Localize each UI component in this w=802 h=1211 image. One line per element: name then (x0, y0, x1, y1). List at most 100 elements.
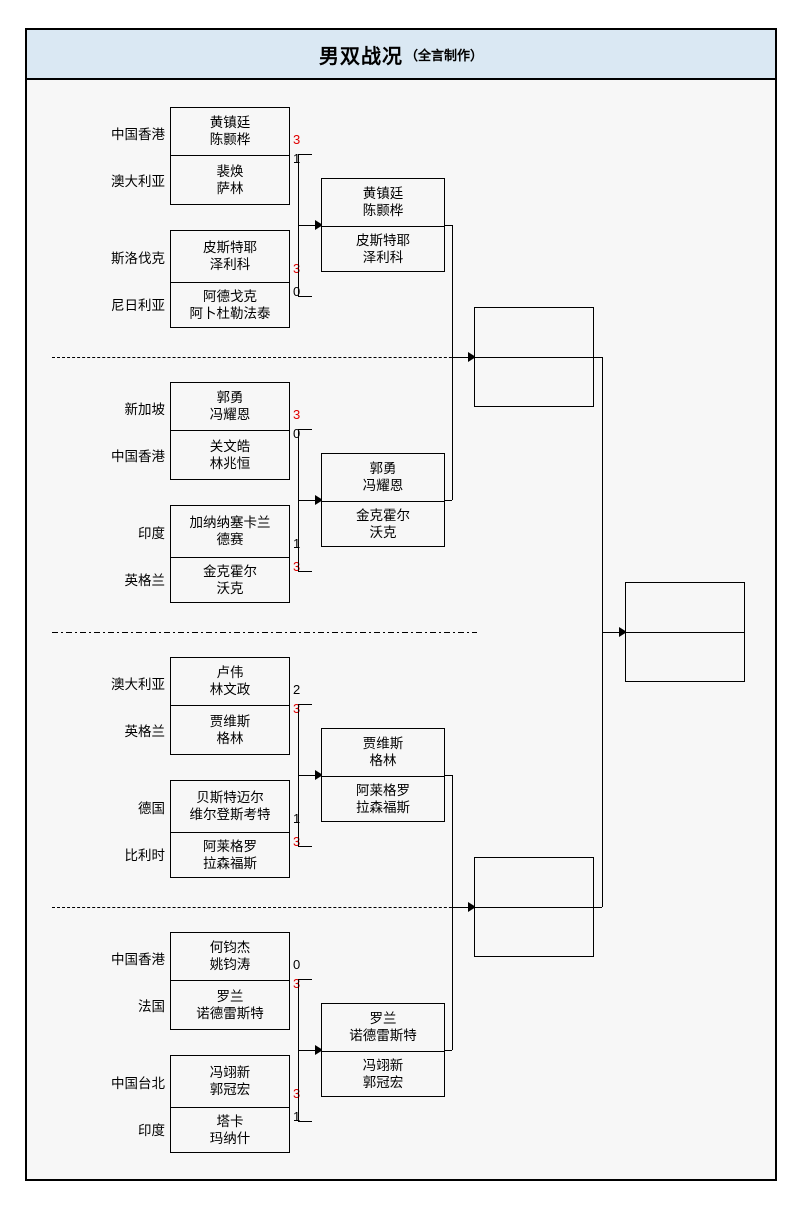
match-box-final[interactable] (625, 582, 745, 682)
country-label: 中国香港 (111, 127, 165, 142)
match-slot-bottom[interactable]: 关文皓 林兆恒 (171, 430, 289, 481)
match-box-r2-2[interactable]: 郭勇 冯耀恩 金克霍尔 沃克 (321, 453, 445, 547)
connector-hline-r1-1a (298, 154, 312, 155)
match-slot-bottom[interactable] (626, 632, 744, 681)
arrow-icon (468, 902, 476, 912)
arrow-icon (468, 352, 476, 362)
match-slot-bottom[interactable] (475, 357, 593, 406)
match-slot-top[interactable]: 卢伟 林文政 (171, 658, 289, 705)
match-slot-top[interactable] (475, 308, 593, 357)
match-box-r3-2[interactable] (474, 857, 594, 957)
match-slot-bottom[interactable]: 阿莱格罗 拉森福斯 (322, 776, 444, 823)
arrow-icon (315, 770, 323, 780)
player-name-1: 关文皓 (209, 439, 251, 455)
separator-half (52, 632, 477, 633)
arrow-icon (315, 1045, 323, 1055)
player-name-2: 拉森福斯 (203, 856, 257, 871)
match-slot-bottom[interactable]: 皮斯特耶 泽利科 (322, 226, 444, 273)
match-slot-bottom[interactable]: 金克霍尔 沃克 (171, 557, 289, 604)
match-slot-top[interactable]: 冯翊新 郭冠宏 (171, 1056, 289, 1107)
match-slot-bottom[interactable]: 金克霍尔 沃克 (322, 501, 444, 548)
player-name-2: 陈颢桦 (362, 202, 404, 218)
match-box-r2-4[interactable]: 罗兰 诺德雷斯特 冯翊新 郭冠宏 (321, 1003, 445, 1097)
match-box-r1-8[interactable]: 冯翊新 郭冠宏 塔卡 玛纳什 (170, 1055, 290, 1153)
player-name-1: 贝斯特迈尔 (196, 789, 264, 805)
player-name-1: 冯翊新 (362, 1058, 404, 1074)
arrow-icon (315, 220, 323, 230)
player-name-2: 郭冠宏 (209, 1081, 251, 1097)
arrow-icon (315, 495, 323, 505)
match-slot-top[interactable] (626, 583, 744, 632)
match-slot-bottom[interactable]: 罗兰 诺德雷斯特 (171, 980, 289, 1031)
match-slot-bottom[interactable]: 阿莱格罗 拉森福斯 (171, 832, 289, 879)
player-name-2: 郭冠宏 (362, 1075, 404, 1090)
match-slot-top[interactable]: 郭勇 冯耀恩 (171, 383, 289, 430)
player-name-1: 金克霍尔 (356, 508, 410, 524)
match-slot-bottom[interactable]: 贾维斯 格林 (171, 705, 289, 756)
score-bottom: 3 (293, 834, 301, 849)
separator-quarter-1 (52, 357, 477, 358)
player-name-2: 姚钧涛 (209, 956, 251, 972)
country-label: 德国 (138, 801, 165, 816)
match-slot-top[interactable]: 黄镇廷 陈颢桦 (171, 108, 289, 155)
match-slot-top[interactable]: 皮斯特耶 泽利科 (171, 231, 289, 282)
country-label: 印度 (138, 1123, 165, 1138)
player-name-1: 阿莱格罗 (203, 839, 257, 855)
match-slot-top[interactable]: 加纳纳塞卡兰 德赛 (171, 506, 289, 557)
player-name-1: 皮斯特耶 (203, 239, 257, 255)
match-box-r1-6[interactable]: 贝斯特迈尔 维尔登斯考特 阿莱格罗 拉森福斯 (170, 780, 290, 878)
match-slot-bottom[interactable]: 塔卡 玛纳什 (171, 1107, 289, 1154)
match-box-r1-7[interactable]: 何钧杰 姚钧涛 罗兰 诺德雷斯特 (170, 932, 290, 1030)
separator-quarter-3 (52, 907, 477, 908)
connector-hline-r2-in-3 (298, 775, 322, 776)
connector-hline-r1-2b (298, 571, 312, 572)
match-slot-bottom[interactable]: 阿德戈克 阿卜杜勒法泰 (171, 282, 289, 329)
match-slot-top[interactable]: 贾维斯 格林 (322, 729, 444, 776)
match-box-r3-1[interactable] (474, 307, 594, 407)
score-top: 1 (293, 811, 301, 826)
score-bottom: 3 (293, 701, 301, 716)
match-slot-bottom[interactable]: 冯翊新 郭冠宏 (322, 1051, 444, 1098)
match-slot-top[interactable]: 罗兰 诺德雷斯特 (322, 1004, 444, 1051)
score-bottom: 3 (293, 559, 301, 574)
connector-hline-r1-3a (298, 704, 312, 705)
connector-hline-r2-1a (445, 225, 452, 226)
match-box-r1-1[interactable]: 黄镇廷 陈颢桦 裴焕 萨林 (170, 107, 290, 205)
match-box-r1-4[interactable]: 加纳纳塞卡兰 德赛 金克霍尔 沃克 (170, 505, 290, 603)
match-slot-top[interactable]: 郭勇 冯耀恩 (322, 454, 444, 501)
match-box-r1-5[interactable]: 卢伟 林文政 贾维斯 格林 (170, 657, 290, 755)
player-name-2: 萨林 (216, 181, 244, 196)
country-label: 中国台北 (111, 1076, 165, 1091)
player-name-1: 郭勇 (216, 389, 244, 405)
player-name-2: 冯耀恩 (362, 477, 404, 493)
connector-hline-r1-4a (298, 979, 312, 980)
score-bottom: 1 (293, 1109, 301, 1124)
match-slot-top[interactable]: 贝斯特迈尔 维尔登斯考特 (171, 781, 289, 832)
connector-hline-r1-2a (298, 429, 312, 430)
match-slot-top[interactable] (475, 858, 593, 907)
country-label: 比利时 (124, 848, 166, 863)
match-slot-bottom[interactable] (475, 907, 593, 956)
connector-hline-r1-4b (298, 1121, 312, 1122)
player-name-2: 沃克 (369, 525, 397, 540)
match-box-r1-3[interactable]: 郭勇 冯耀恩 关文皓 林兆恒 (170, 382, 290, 480)
page-title: 男双战况 (318, 45, 403, 68)
connector-hline-r2-in-1 (298, 225, 322, 226)
connector-hline-r2-2b (445, 1050, 452, 1051)
match-box-r2-3[interactable]: 贾维斯 格林 阿莱格罗 拉森福斯 (321, 728, 445, 822)
match-slot-top[interactable]: 黄镇廷 陈颢桦 (322, 179, 444, 226)
page-subtitle: （全言制作） (404, 47, 483, 63)
country-label: 尼日利亚 (111, 298, 165, 313)
player-name-2: 沃克 (216, 581, 244, 596)
player-name-1: 卢伟 (216, 664, 244, 680)
connector-hline-final-a (594, 357, 602, 358)
country-label: 中国香港 (111, 952, 165, 967)
match-slot-bottom[interactable]: 裴焕 萨林 (171, 155, 289, 206)
player-name-2: 诺德雷斯特 (349, 1027, 417, 1043)
arrow-icon (619, 627, 627, 637)
match-box-r1-2[interactable]: 皮斯特耶 泽利科 阿德戈克 阿卜杜勒法泰 (170, 230, 290, 328)
match-box-r2-1[interactable]: 黄镇廷 陈颢桦 皮斯特耶 泽利科 (321, 178, 445, 272)
match-slot-top[interactable]: 何钧杰 姚钧涛 (171, 933, 289, 980)
score-bottom: 3 (293, 976, 301, 991)
